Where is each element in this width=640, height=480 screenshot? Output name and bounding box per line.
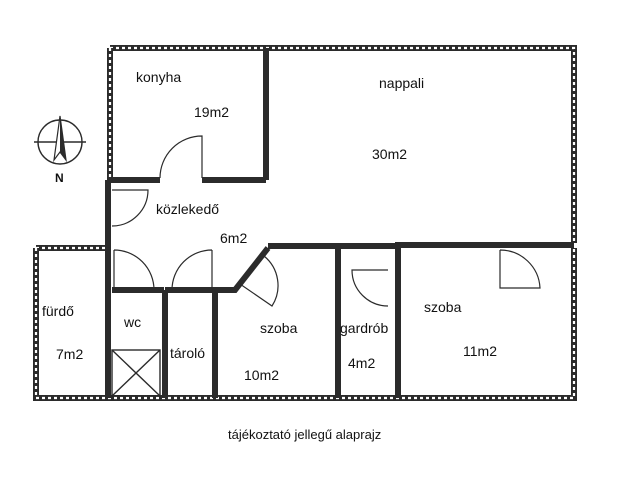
room-kozlekedo-area: 6m2 — [220, 230, 247, 246]
room-nappali-name: nappali — [379, 75, 424, 91]
door-konyha — [159, 135, 203, 179]
shaft-cross — [111, 349, 161, 397]
room-szoba2-name: szoba — [424, 299, 462, 315]
room-szoba1-area: 10m2 — [244, 367, 279, 383]
door-entrance — [111, 189, 149, 227]
room-konyha-name: konyha — [136, 69, 181, 85]
room-wc-name: wc — [123, 314, 141, 330]
room-konyha-area: 19m2 — [194, 104, 229, 120]
room-nappali-area: 30m2 — [372, 146, 407, 162]
room-furdo-name: fürdő — [42, 303, 74, 319]
room-labels: konyha 19m2 nappali 30m2 közlekedő 6m2 f… — [42, 69, 497, 383]
compass: N — [34, 115, 86, 185]
inner-walls — [105, 48, 401, 398]
room-szoba2-area: 11m2 — [463, 343, 497, 359]
room-gardrob-area: 4m2 — [348, 355, 375, 371]
room-gardrob-name: gardrób — [340, 320, 388, 336]
room-kozlekedo-name: közlekedő — [156, 201, 219, 217]
door-szoba — [239, 255, 279, 307]
door-gardrob — [351, 269, 389, 307]
compass-north-label: N — [55, 171, 64, 185]
door-wc — [113, 249, 155, 291]
plan-caption: tájékoztató jellegű alaprajz — [228, 427, 381, 442]
room-tarolo-name: tároló — [170, 345, 205, 361]
outer-walls — [33, 45, 577, 401]
room-szoba1-name: szoba — [260, 320, 298, 336]
door-szoba2 — [499, 249, 541, 289]
doors — [111, 135, 541, 307]
room-furdo-area: 7m2 — [56, 346, 83, 362]
door-tarolo — [171, 249, 213, 291]
